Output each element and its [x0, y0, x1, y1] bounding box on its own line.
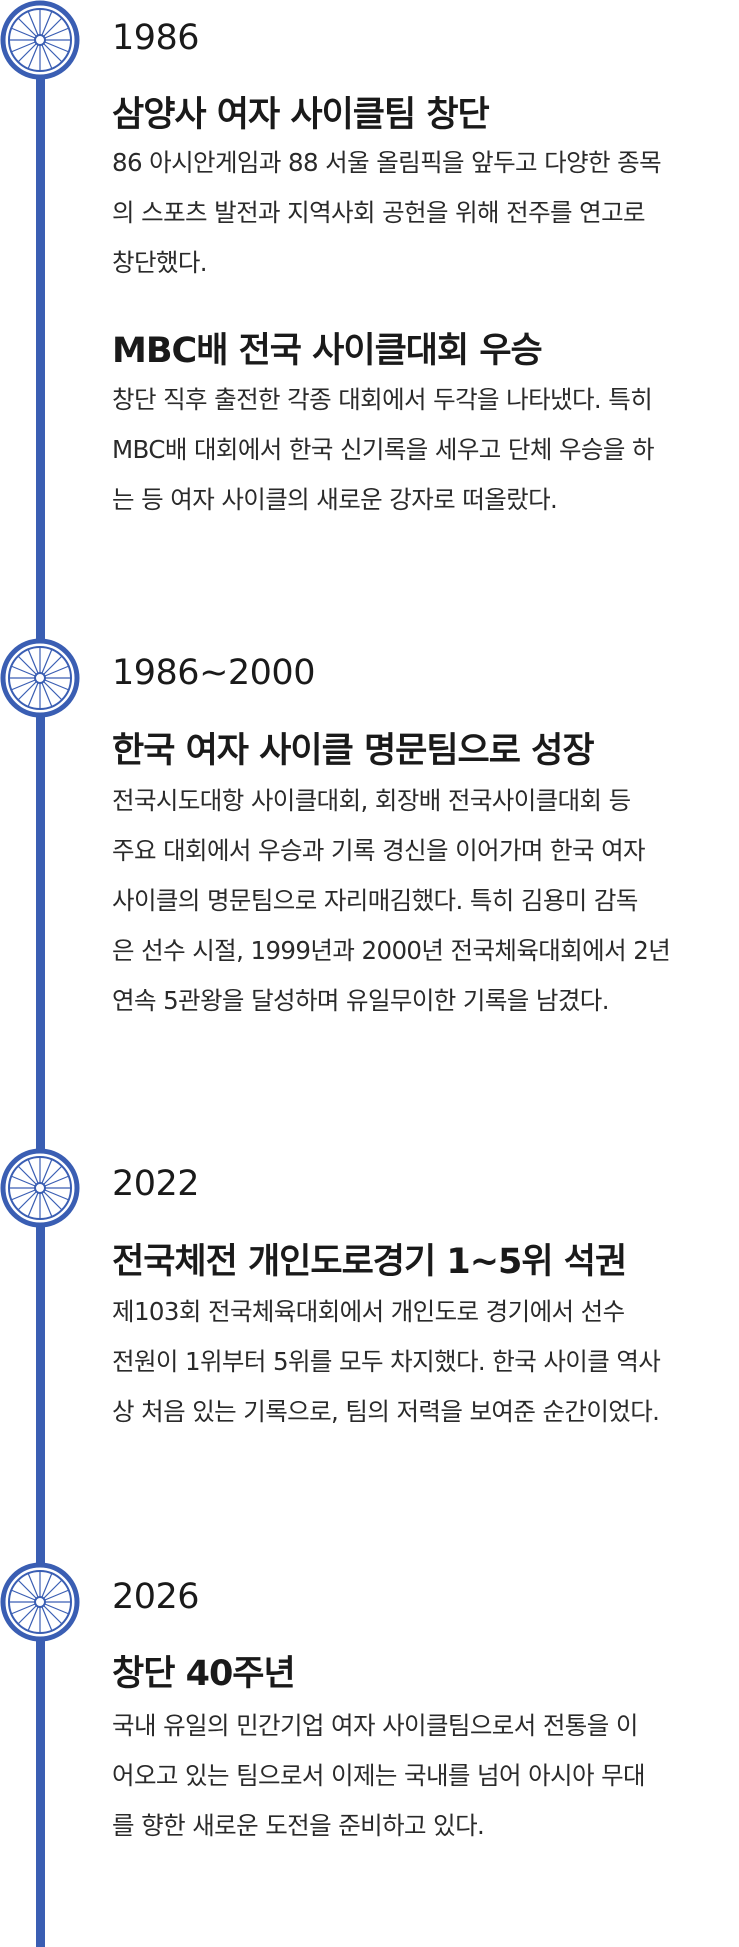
bicycle-wheel-icon [0, 1148, 80, 1228]
description-line: 창단 직후 출전한 각종 대회에서 두각을 나타냈다. 특히 [112, 385, 653, 414]
description-line: 86 아시안게임과 88 서울 올림픽을 앞두고 다양한 종목 [112, 148, 662, 177]
description-line: 연속 5관왕을 달성하며 유일무이한 기록을 남겼다. [112, 986, 610, 1015]
bicycle-wheel-icon [0, 0, 80, 80]
entry-title: 한국 여자 사이클 명문팀으로 성장 [112, 731, 595, 771]
description-line: MBC배 대회에서 한국 신기록을 세우고 단체 우승을 하 [112, 435, 655, 464]
description-line: 은 선수 시절, 1999년과 2000년 전국체육대회에서 2년 [112, 936, 671, 965]
description-line: 를 향한 새로운 도전을 준비하고 있다. [112, 1811, 485, 1840]
entry-description: 국내 유일의 민간기업 여자 사이클팀으로서 전통을 이 어오고 있는 팀으로서… [112, 1701, 722, 1851]
entry-description: 창단 직후 출전한 각종 대회에서 두각을 나타냈다. 특히 MBC배 대회에서… [112, 375, 722, 525]
description-line: 국내 유일의 민간기업 여자 사이클팀으로서 전통을 이 [112, 1711, 638, 1740]
description-line: 의 스포츠 발전과 지역사회 공헌을 위해 전주를 연고로 [112, 198, 646, 227]
description-line: 어오고 있는 팀으로서 이제는 국내를 넘어 아시아 무대 [112, 1761, 646, 1790]
entry-year: 1986~2000 [112, 653, 315, 693]
description-line: 전국시도대항 사이클대회, 회장배 전국사이클대회 등 [112, 786, 631, 815]
description-line: 사이클의 명문팀으로 자리매김했다. 특히 김용미 감독 [112, 886, 638, 915]
description-line: 는 등 여자 사이클의 새로운 강자로 떠올랐다. [112, 485, 558, 514]
bicycle-wheel-icon [0, 638, 80, 718]
entry-description: 전국시도대항 사이클대회, 회장배 전국사이클대회 등 주요 대회에서 우승과 … [112, 776, 722, 1026]
entry-year: 2026 [112, 1577, 200, 1617]
entry-title: MBC배 전국 사이클대회 우승 [112, 331, 543, 371]
entry-year: 2022 [112, 1164, 200, 1204]
bicycle-wheel-icon [0, 1562, 80, 1642]
entry-title: 창단 40주년 [112, 1654, 296, 1694]
entry-description: 제103회 전국체육대회에서 개인도로 경기에서 선수 전원이 1위부터 5위를… [112, 1287, 722, 1437]
description-line: 전원이 1위부터 5위를 모두 차지했다. 한국 사이클 역사 [112, 1347, 661, 1376]
entry-description: 86 아시안게임과 88 서울 올림픽을 앞두고 다양한 종목 의 스포츠 발전… [112, 138, 722, 288]
description-line: 상 처음 있는 기록으로, 팀의 저력을 보여준 순간이었다. [112, 1397, 660, 1426]
description-line: 제103회 전국체육대회에서 개인도로 경기에서 선수 [112, 1297, 625, 1326]
description-line: 주요 대회에서 우승과 기록 경신을 이어가며 한국 여자 [112, 836, 646, 865]
entry-title: 삼양사 여자 사이클팀 창단 [112, 95, 490, 135]
entry-title: 전국체전 개인도로경기 1~5위 석권 [112, 1242, 627, 1282]
entry-year: 1986 [112, 18, 200, 58]
timeline-line [36, 20, 45, 1947]
description-line: 창단했다. [112, 248, 208, 277]
